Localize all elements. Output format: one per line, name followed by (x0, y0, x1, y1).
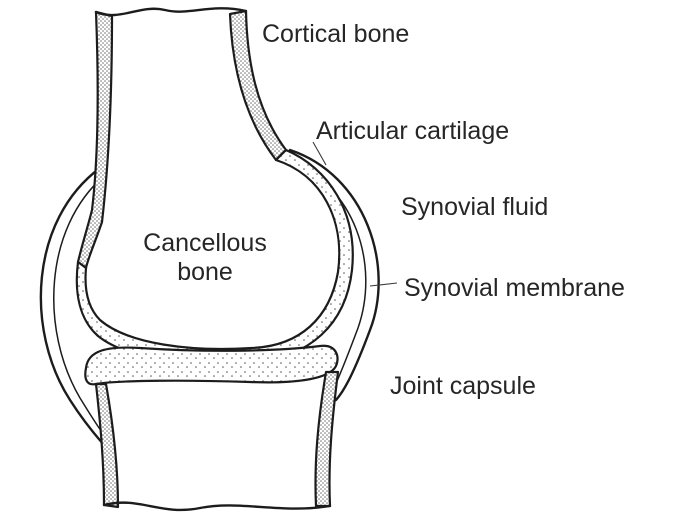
lower-cortical-left (96, 384, 118, 507)
upper-bone-cut-edge (96, 8, 246, 15)
lower-cortical-right (315, 372, 338, 506)
label-articular-cartilage: Articular cartilage (316, 117, 509, 145)
lower-articular-cartilage (85, 346, 337, 385)
lower-bone-cut-edge (104, 503, 330, 510)
leader-synovial-membrane (370, 283, 397, 286)
label-joint-capsule: Joint capsule (390, 372, 536, 400)
label-cortical-bone: Cortical bone (262, 20, 409, 48)
label-synovial-fluid: Synovial fluid (401, 193, 548, 221)
label-cancellous-bone-line1: Cancellous (105, 229, 305, 258)
label-synovial-membrane: Synovial membrane (404, 274, 625, 302)
label-cancellous-bone-line2: bone (105, 258, 305, 287)
